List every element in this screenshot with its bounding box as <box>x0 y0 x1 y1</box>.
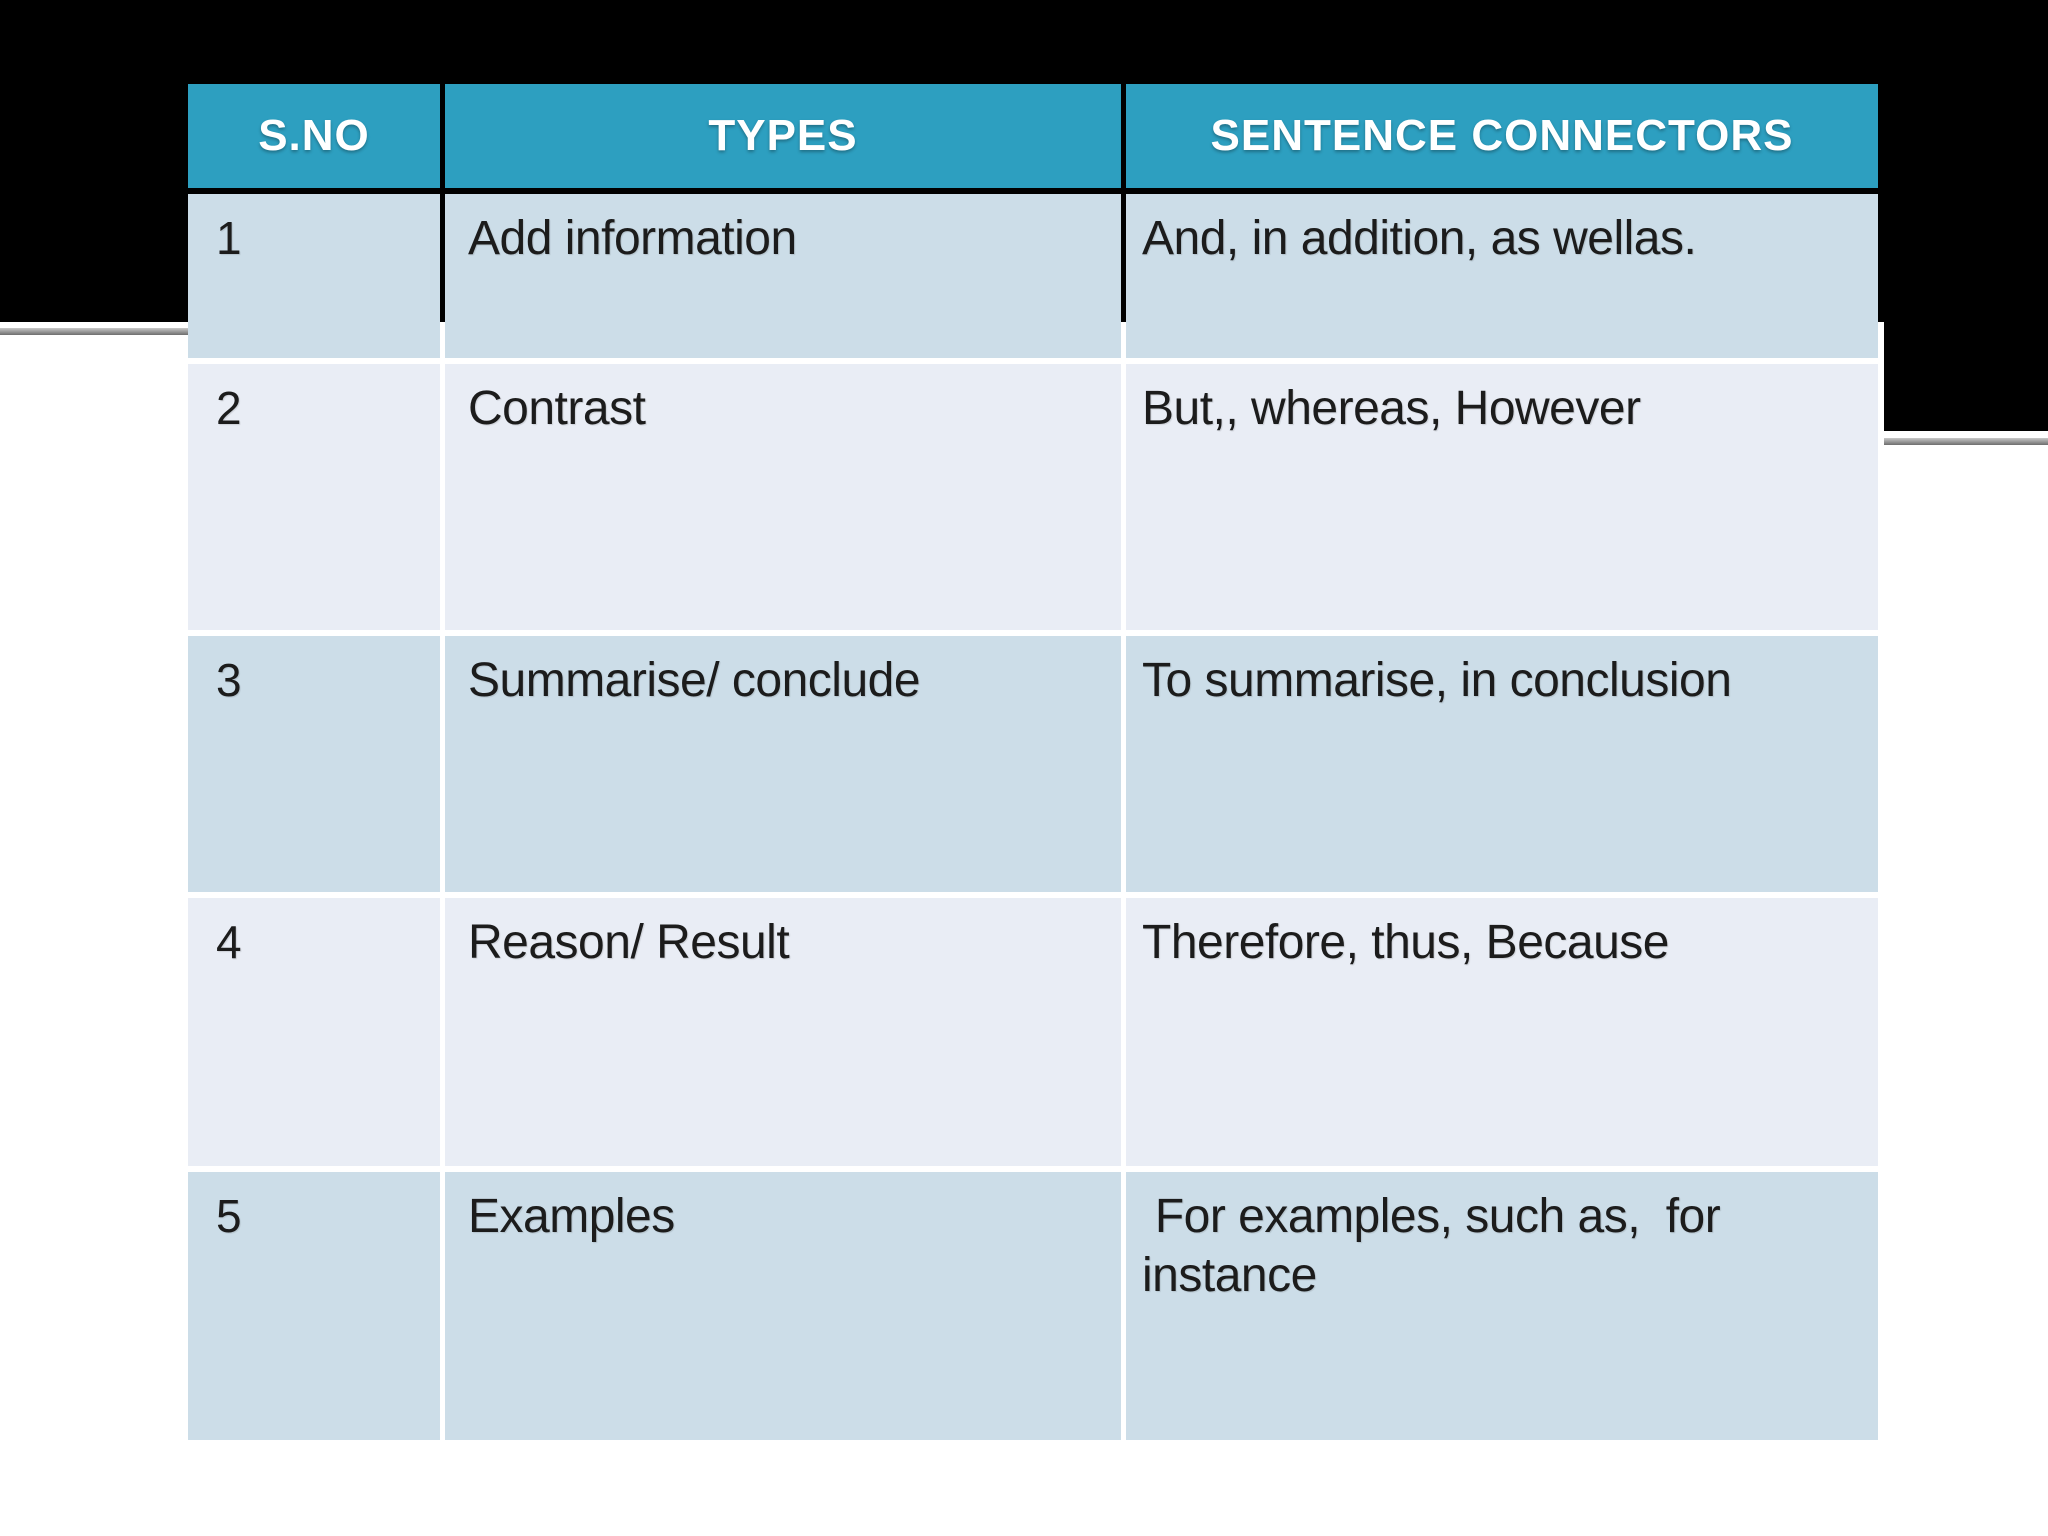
column-header-sentence-connectors: SENTENCE CONNECTORS <box>1126 84 1878 188</box>
divider-line-right <box>1884 438 2048 445</box>
connectors-cell: To summarise, in conclusion <box>1126 636 1878 892</box>
row-number-cell: 5 <box>188 1172 440 1440</box>
connectors-cell: But,, whereas, However <box>1126 364 1878 630</box>
type-cell: Contrast <box>445 364 1121 630</box>
connectors-cell: Therefore, thus, Because <box>1126 898 1878 1166</box>
type-cell: Reason/ Result <box>445 898 1121 1166</box>
type-cell: Summarise/ conclude <box>445 636 1121 892</box>
divider-line-left <box>0 328 189 335</box>
type-cell: Add information <box>445 194 1121 358</box>
top-black-band-right-extension <box>1884 0 2048 431</box>
connectors-cell: And, in addition, as wellas. <box>1126 194 1878 358</box>
column-header-types: TYPES <box>445 84 1121 188</box>
connectors-cell: For examples, such as, for instance <box>1126 1172 1878 1440</box>
column-header-sno: S.NO <box>188 84 440 188</box>
type-cell: Examples <box>445 1172 1121 1440</box>
row-number-cell: 2 <box>188 364 440 630</box>
row-number-cell: 4 <box>188 898 440 1166</box>
row-number-cell: 1 <box>188 194 440 358</box>
sentence-connectors-table: S.NO TYPES SENTENCE CONNECTORS 1 Add inf… <box>188 84 1878 1440</box>
row-number-cell: 3 <box>188 636 440 892</box>
